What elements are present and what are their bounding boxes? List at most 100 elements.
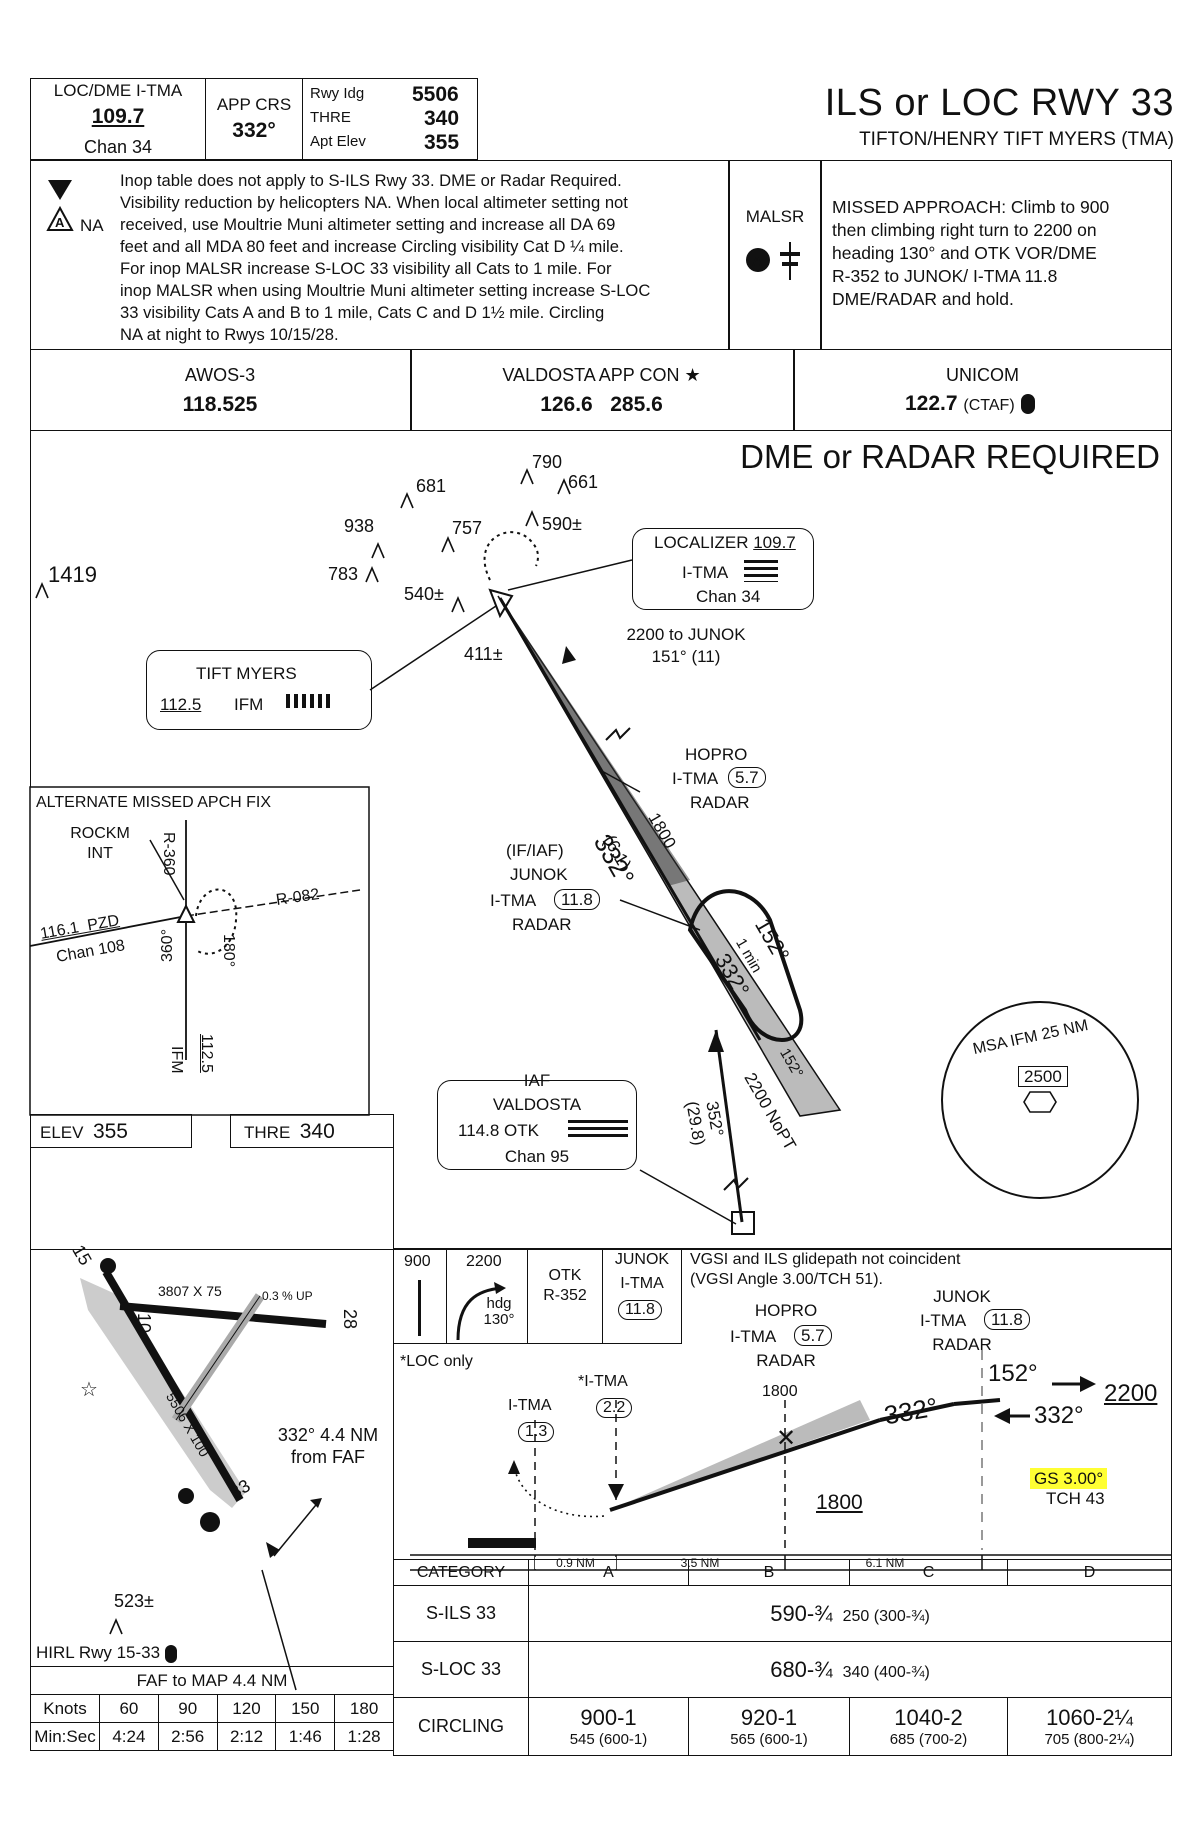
obstacle-540: 540± bbox=[404, 584, 444, 604]
rwy-ldg-value: 5506 bbox=[412, 83, 459, 106]
elev-label: ELEV bbox=[40, 1123, 84, 1142]
valdosta-box bbox=[437, 1080, 637, 1170]
obstacle-681: 681 bbox=[416, 476, 446, 496]
alt-r360: R-360 bbox=[160, 832, 177, 876]
comms-divider-1 bbox=[410, 349, 412, 431]
rwy-info-box bbox=[302, 78, 478, 160]
sils-label: S-ILS 33 bbox=[393, 1585, 529, 1642]
unicom-label: UNICOM bbox=[946, 365, 1019, 385]
localizer-feather-dark bbox=[500, 598, 690, 886]
profile-itma2-ident: *I-TMA bbox=[578, 1373, 628, 1390]
tch-label: TCH 43 bbox=[1046, 1489, 1105, 1508]
obstacle-938: 938 bbox=[344, 516, 374, 536]
missed-icon-hdg: hdg 130° bbox=[483, 1295, 515, 1328]
cat-b: B bbox=[688, 1559, 850, 1586]
minimums-table: CATEGORY A B C D S-ILS 33 590-¾ 250 (300… bbox=[393, 1559, 1172, 1756]
valdosta-name: VALDOSTA bbox=[492, 1095, 582, 1114]
runway-10-28 bbox=[119, 1302, 327, 1328]
sils-sub: 250 (300-¾) bbox=[842, 1607, 930, 1625]
vgsi-note: VGSI and ILS glidepath not coincident (V… bbox=[690, 1251, 961, 1288]
timing-table: FAF to MAP 4.4 NM Knots 60 90 120 150 18… bbox=[30, 1666, 394, 1751]
circling-a-sub: 545 (600-1) bbox=[569, 1731, 648, 1748]
airport-thre-label: THRE bbox=[244, 1123, 291, 1142]
airport-diagram-frame bbox=[30, 1147, 394, 1667]
comms-divider-2 bbox=[793, 349, 795, 431]
svg-text:T: T bbox=[53, 182, 61, 196]
obstacle-labels: 1419 938 783 681 757 790 661 590± 540± 4… bbox=[48, 452, 598, 664]
msa-circle bbox=[941, 1001, 1139, 1199]
hirl-text: HIRL Rwy 15-33 bbox=[36, 1644, 177, 1663]
elev-text: ELEV 355 bbox=[40, 1121, 128, 1142]
holding-pattern bbox=[687, 889, 804, 1042]
alt-fix-title: ALTERNATE MISSED APCH FIX bbox=[36, 794, 272, 811]
missed-icon-900: 900 bbox=[404, 1253, 431, 1270]
profile-alt-1800: 1800 bbox=[816, 1491, 863, 1514]
circling-c-value: 1040-2 bbox=[894, 1705, 963, 1730]
rwy15-approach-icon bbox=[100, 1258, 116, 1274]
timing-title: FAF to MAP 4.4 NM bbox=[30, 1666, 394, 1695]
cat-a: A bbox=[528, 1559, 689, 1586]
cat-c: C bbox=[849, 1559, 1008, 1586]
missed-leg-label: 2200 to JUNOK 151° (11) bbox=[626, 625, 746, 666]
glideslope-feather bbox=[610, 1400, 870, 1510]
missed-turn-loop bbox=[483, 531, 539, 581]
tift-myers-freq: 112.5 bbox=[160, 695, 202, 714]
notes-symbols-icon: T A bbox=[46, 180, 74, 231]
rwy-gradient: 0.3 % UP bbox=[262, 1289, 313, 1303]
profile-itma1-dme: 1.3 bbox=[518, 1422, 555, 1442]
hopro-dme: 5.7 bbox=[728, 767, 766, 788]
profile-junok-name: JUNOK bbox=[933, 1287, 991, 1306]
thre-value: 340 bbox=[424, 107, 460, 130]
svg-text:A: A bbox=[55, 215, 65, 230]
unicom-freq-group: 122.7 (CTAF) bbox=[905, 393, 1035, 415]
valdosta-vor-icon bbox=[731, 1211, 755, 1235]
junok-role: (IF/IAF) bbox=[506, 841, 564, 860]
loc-freq: 109.7 bbox=[91, 105, 145, 128]
missed-approach-track bbox=[501, 599, 661, 871]
rwy-ldg-label: Rwy Idg bbox=[310, 85, 365, 102]
beacon-icon: ☆ bbox=[80, 1379, 98, 1401]
obstacle-icons bbox=[35, 467, 571, 1635]
ctaf-icon bbox=[1020, 394, 1035, 415]
localizer-ident: I-TMA bbox=[682, 563, 729, 582]
alt-ifm-freq: 112.5 bbox=[198, 1034, 215, 1073]
circling-d-sub: 705 (800-2¼) bbox=[1044, 1731, 1135, 1748]
localizer-chan: Chan 34 bbox=[696, 587, 761, 606]
junok-dme: 11.8 bbox=[554, 889, 600, 910]
profile-fix-x: ✕ bbox=[776, 1425, 796, 1452]
valdosta-morse-icon bbox=[568, 1120, 628, 1140]
obstacle-411: 411± bbox=[464, 644, 503, 664]
valdosta-role: IAF bbox=[523, 1071, 551, 1090]
rwy10-label: 10 bbox=[134, 1312, 155, 1334]
circling-c-sub: 685 (700-2) bbox=[889, 1731, 968, 1748]
junok-radar: RADAR bbox=[512, 915, 572, 934]
notes-divider-1 bbox=[728, 160, 730, 350]
obstacle-790: 790 bbox=[532, 452, 562, 472]
localizer-label: LOCALIZER bbox=[654, 533, 749, 552]
hirl-light-icon bbox=[164, 1644, 177, 1663]
malsr-label: MALSR bbox=[745, 207, 805, 226]
cat-d: D bbox=[1007, 1559, 1172, 1586]
hopro-radar: RADAR bbox=[690, 793, 750, 812]
tift-myers-title: TIFT MYERS bbox=[196, 664, 297, 683]
alt-360: 360° bbox=[159, 928, 176, 962]
sloc-value: 680-¾ bbox=[770, 1656, 833, 1682]
sloc-mins: 680-¾ 340 (400-¾) bbox=[528, 1641, 1172, 1698]
alt-180: 180° bbox=[220, 934, 237, 968]
knots-150: 150 bbox=[275, 1694, 336, 1723]
missed-icon-junok-id: I-TMA bbox=[620, 1275, 664, 1292]
hopro-ident: I-TMA bbox=[672, 769, 719, 788]
profile-hold-alt: 2200 bbox=[1104, 1380, 1158, 1407]
profile-hold-in: 332° bbox=[1034, 1402, 1084, 1429]
tift-myers-ident: IFM bbox=[234, 695, 264, 714]
missed-icon-junok-box bbox=[602, 1248, 682, 1344]
profile-hold-out: 152° bbox=[988, 1360, 1038, 1387]
junok-ident: I-TMA bbox=[490, 891, 537, 910]
sils-value: 590-¾ bbox=[770, 1600, 833, 1626]
notes-na: NA bbox=[80, 216, 104, 235]
tift-morse-icon bbox=[286, 694, 330, 708]
